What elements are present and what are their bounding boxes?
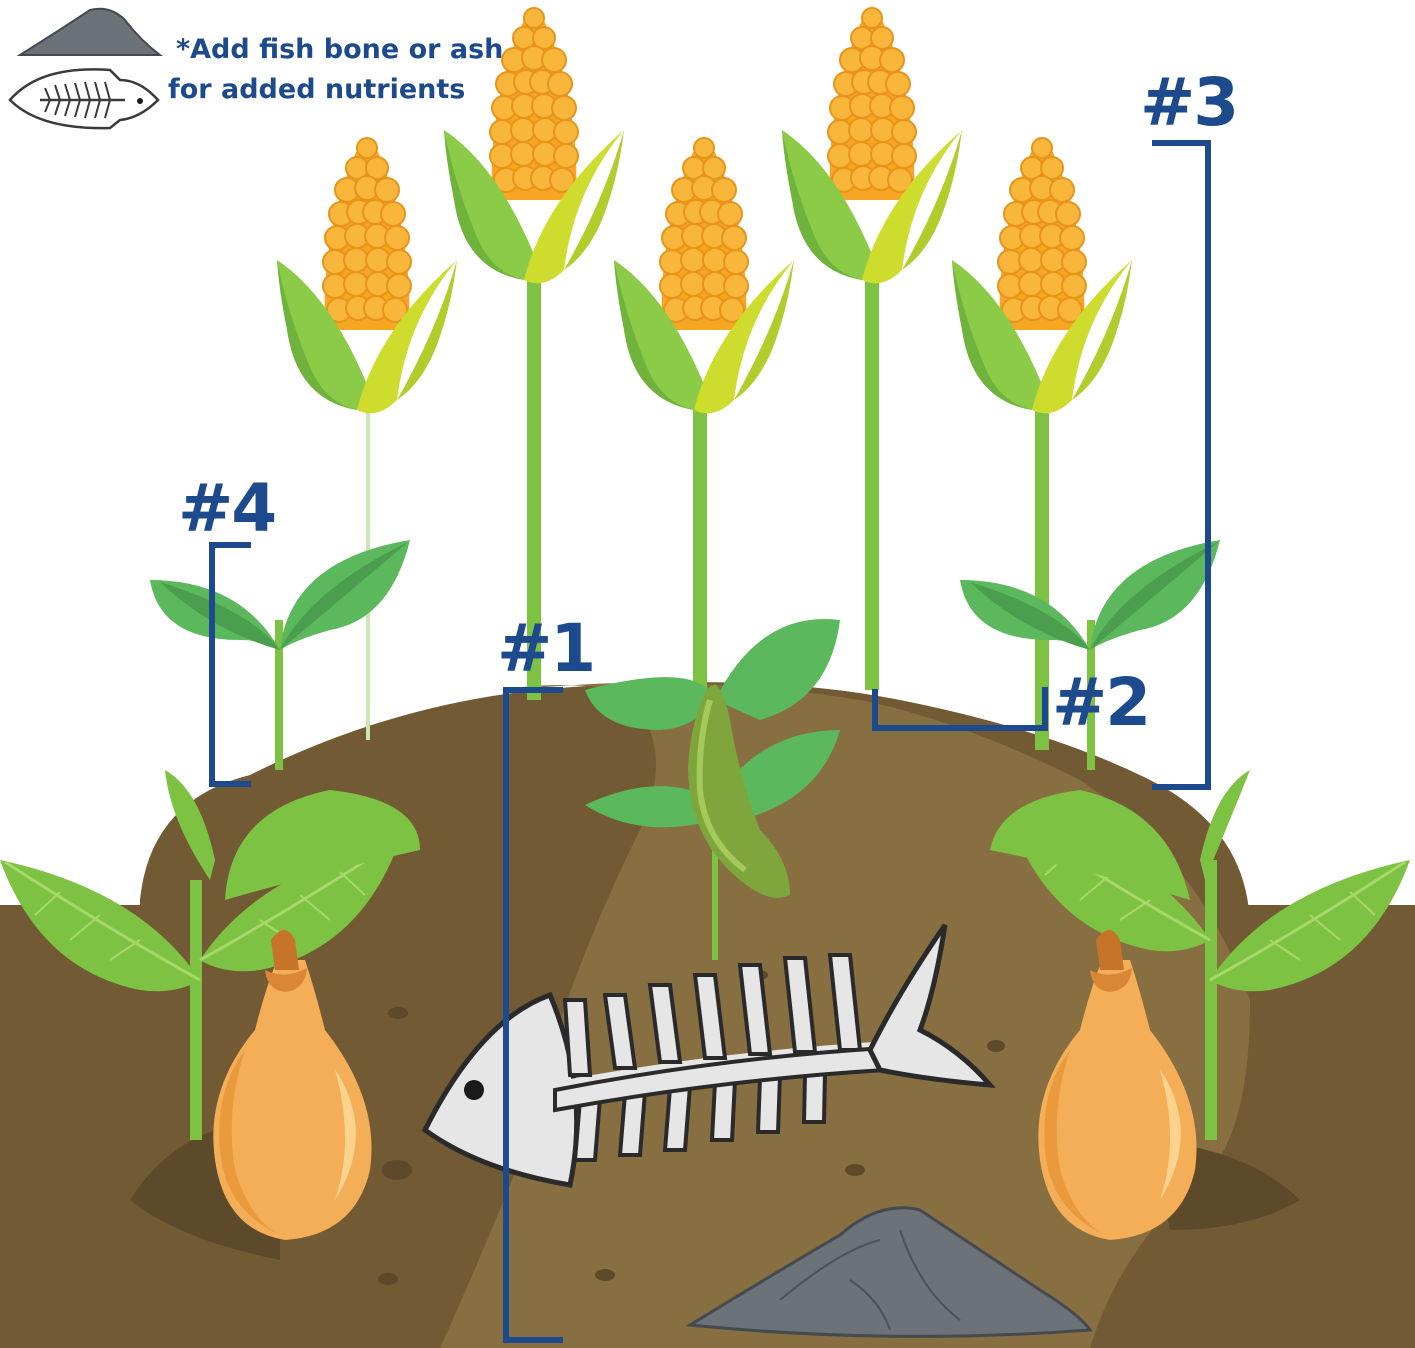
corn-plant-4 — [782, 8, 962, 283]
ash-pile-icon — [20, 9, 160, 55]
nutrient-note-line-1: *Add fish bone or ash — [168, 30, 503, 70]
nutrient-note-line-2: for added nutrients — [168, 70, 503, 110]
corn-plant-1 — [277, 138, 457, 413]
bracket-3 — [1155, 143, 1208, 787]
label-2: #2 — [1052, 670, 1149, 736]
nutrient-note: *Add fish bone or ash for added nutrient… — [168, 30, 503, 110]
label-3: #3 — [1140, 70, 1237, 136]
label-4: #4 — [178, 476, 275, 542]
corn-plant-3 — [614, 138, 794, 413]
corn-plant-5 — [952, 138, 1132, 413]
fish-bone-icon — [10, 69, 158, 128]
bracket-4 — [212, 545, 248, 784]
label-1: #1 — [497, 616, 594, 682]
